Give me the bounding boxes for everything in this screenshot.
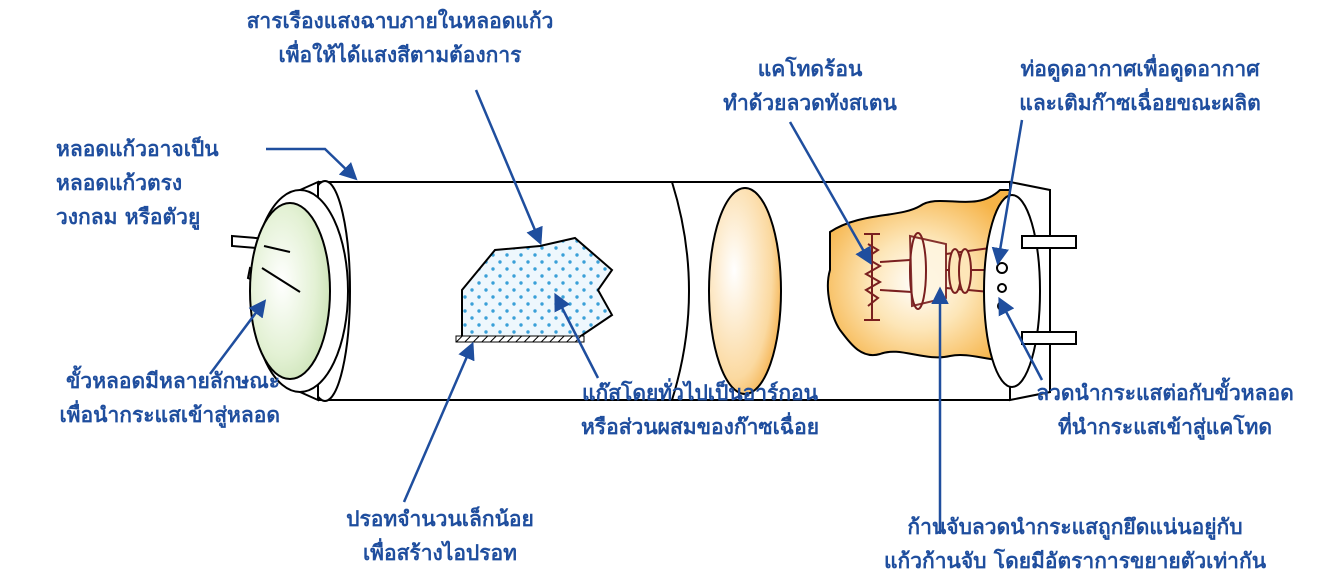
- leader-cathode: [788, 121, 872, 266]
- label-hot-cathode-line-2: ทำด้วยลวดทังสเตน: [723, 91, 897, 115]
- label-tube-shape-line-1: หลอดแก้วอาจเป็น: [56, 137, 219, 161]
- leader-mercury: [402, 341, 475, 503]
- label-hot-cathode: แคโทดร้อน ทำด้วยลวดทังสเตน: [660, 52, 960, 120]
- leader-gas: [554, 292, 600, 379]
- label-exhaust-tube-line-1: ท่อดูดอากาศเพื่อดูดอากาศ: [1020, 57, 1260, 81]
- label-mercury-line-2: เพื่อสร้างไอปรอท: [362, 541, 517, 565]
- leader-lines: [209, 89, 1044, 534]
- label-phosphor-coating-line-2: เพื่อให้ได้แสงสีตามต้องการ: [278, 43, 522, 67]
- label-exhaust-tube: ท่อดูดอากาศเพื่อดูดอากาศ และเติมก๊าซเฉื่…: [960, 52, 1320, 120]
- label-lead-wire: ลวดนำกระแสต่อกับขั้วหลอด ที่นำกระแสเข้าส…: [1000, 376, 1330, 444]
- label-phosphor-coating: สารเรืองแสงฉาบภายในหลอดแก้ว เพื่อให้ได้แ…: [200, 4, 600, 72]
- leader-base: [209, 299, 267, 375]
- leader-exhaust: [991, 119, 1024, 266]
- label-tube-shape-line-2: หลอดแก้วตรง: [56, 171, 183, 195]
- left-base: [249, 180, 351, 402]
- label-lamp-base-line-1: ขั้วหลอดมีหลายลักษณะ: [66, 369, 280, 393]
- label-tube-shape-line-3: วงกลม หรือตัวยู: [56, 205, 201, 229]
- label-lead-wire-line-2: ที่นำกระแสเข้าสู่แคโทด: [1057, 415, 1273, 439]
- tube-body: [318, 181, 1010, 401]
- label-glass-stem: ก้านจับลวดนำกระแสถูกยึดแน่นอยู่กับ แก้วก…: [820, 510, 1330, 578]
- leader-tube-shape: [266, 147, 358, 181]
- leader-lead-wire: [998, 296, 1044, 381]
- label-glass-stem-line-1: ก้านจับลวดนำกระแสถูกยึดแน่นอยู่กับ: [907, 515, 1243, 539]
- leader-coating: [474, 89, 543, 246]
- label-phosphor-coating-line-1: สารเรืองแสงฉาบภายในหลอดแก้ว: [246, 9, 554, 33]
- phosphor-coating: [455, 236, 614, 343]
- label-fill-gas: แก๊สโดยทั่วไปเป็นอาร์กอน หรือส่วนผสมของก…: [540, 376, 860, 444]
- label-lamp-base: ขั้วหลอดมีหลายลักษณะ เพื่อนำกระแสเข้าสู่…: [10, 364, 280, 432]
- label-mercury: ปรอทจำนวนเล็กน้อย เพื่อสร้างไอปรอท: [310, 502, 570, 570]
- label-exhaust-tube-line-2: และเติมก๊าซเฉื่อยขณะผลิต: [1019, 91, 1261, 115]
- right-base: [983, 180, 1077, 402]
- label-glass-stem-line-2: แก้วก้านจับ โดยมีอัตราการขยายตัวเท่ากัน: [883, 549, 1267, 573]
- label-mercury-line-1: ปรอทจำนวนเล็กน้อย: [346, 507, 534, 531]
- label-hot-cathode-line-1: แคโทดร้อน: [757, 57, 863, 81]
- label-lamp-base-line-2: เพื่อนำกระแสเข้าสู่หลอด: [59, 403, 280, 427]
- label-tube-shape: หลอดแก้วอาจเป็น หลอดแก้วตรง วงกลม หรือตั…: [56, 132, 296, 234]
- label-fill-gas-line-1: แก๊สโดยทั่วไปเป็นอาร์กอน: [581, 381, 819, 405]
- label-fill-gas-line-2: หรือส่วนผสมของก๊าซเฉื่อย: [580, 415, 820, 439]
- label-lead-wire-line-1: ลวดนำกระแสต่อกับขั้วหลอด: [1036, 381, 1294, 405]
- tube-cutaway: [671, 181, 782, 401]
